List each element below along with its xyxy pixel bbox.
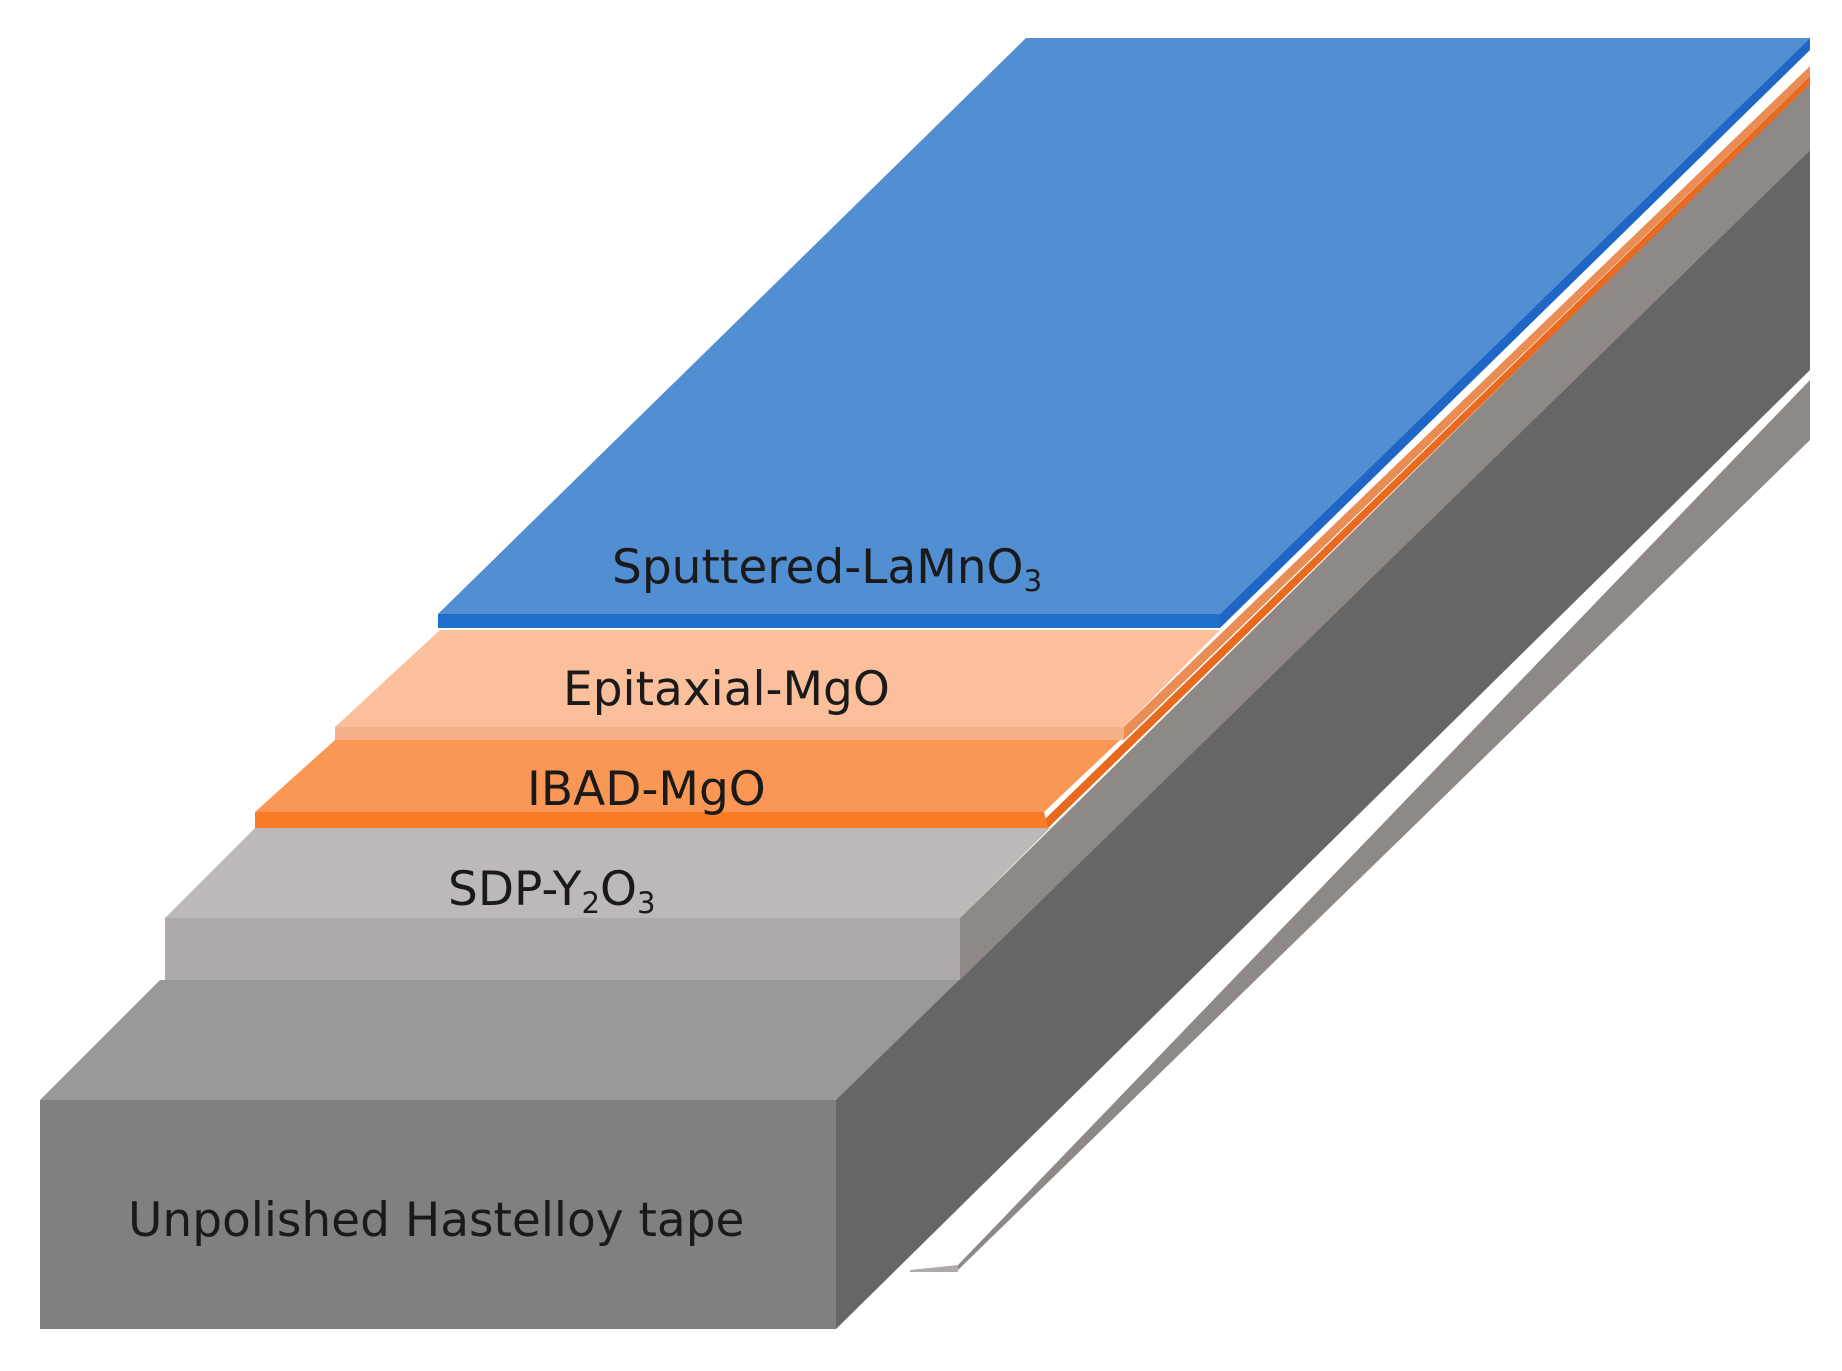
sdp-lower-edge (958, 380, 1810, 1270)
ibad-front-face (255, 812, 1048, 828)
sdp-top-face (165, 828, 1050, 918)
sdp-side-face (960, 82, 1810, 980)
epi-top-face (335, 630, 1220, 727)
epi-front-face (335, 727, 1124, 740)
epi-label-text: Epitaxial-MgO (563, 662, 890, 717)
sdp-front-face (165, 918, 960, 980)
sdp-label-sub-1: 2 (581, 886, 600, 921)
tape-top-face (40, 980, 1006, 1100)
lamno3-front-face (438, 614, 1220, 628)
hastelloy-tape-block (40, 150, 1810, 1329)
lamno3-side-face (1220, 38, 1810, 628)
epi-side-face (1124, 66, 1810, 740)
lamno3-top-face (438, 38, 1810, 614)
sdp-label-sub-2: 3 (636, 886, 656, 921)
tape-label-text: Unpolished Hastelloy tape (128, 1193, 745, 1248)
ibad-side-face (1044, 76, 1810, 828)
sdp-y2o3-layer (165, 82, 1810, 1272)
ibad-top-face (255, 740, 1120, 812)
hastelloy-tape-label: Unpolished Hastelloy tape (128, 1197, 744, 1244)
ibad-mgo-layer (255, 76, 1810, 828)
sdp-label-text-2: O (599, 862, 637, 917)
tape-front-face (40, 1100, 836, 1329)
tape-side-face (836, 150, 1810, 1329)
lamno3-label-text: Sputtered-LaMnO (612, 540, 1024, 595)
lamno3-label: Sputtered-LaMnO3 (612, 544, 1042, 596)
sdp-label-text-1: SDP-Y (448, 862, 582, 917)
epitaxial-mgo-layer (335, 66, 1810, 740)
lamno3-label-sub: 3 (1023, 564, 1043, 599)
ibad-label-text: IBAD-MgO (527, 762, 766, 817)
epitaxial-mgo-label: Epitaxial-MgO (563, 666, 890, 713)
lamno3-layer (438, 38, 1810, 628)
sdp-lower-lip (910, 1265, 958, 1272)
sdp-y2o3-label: SDP-Y2O3 (448, 866, 656, 918)
ibad-mgo-label: IBAD-MgO (527, 766, 766, 813)
